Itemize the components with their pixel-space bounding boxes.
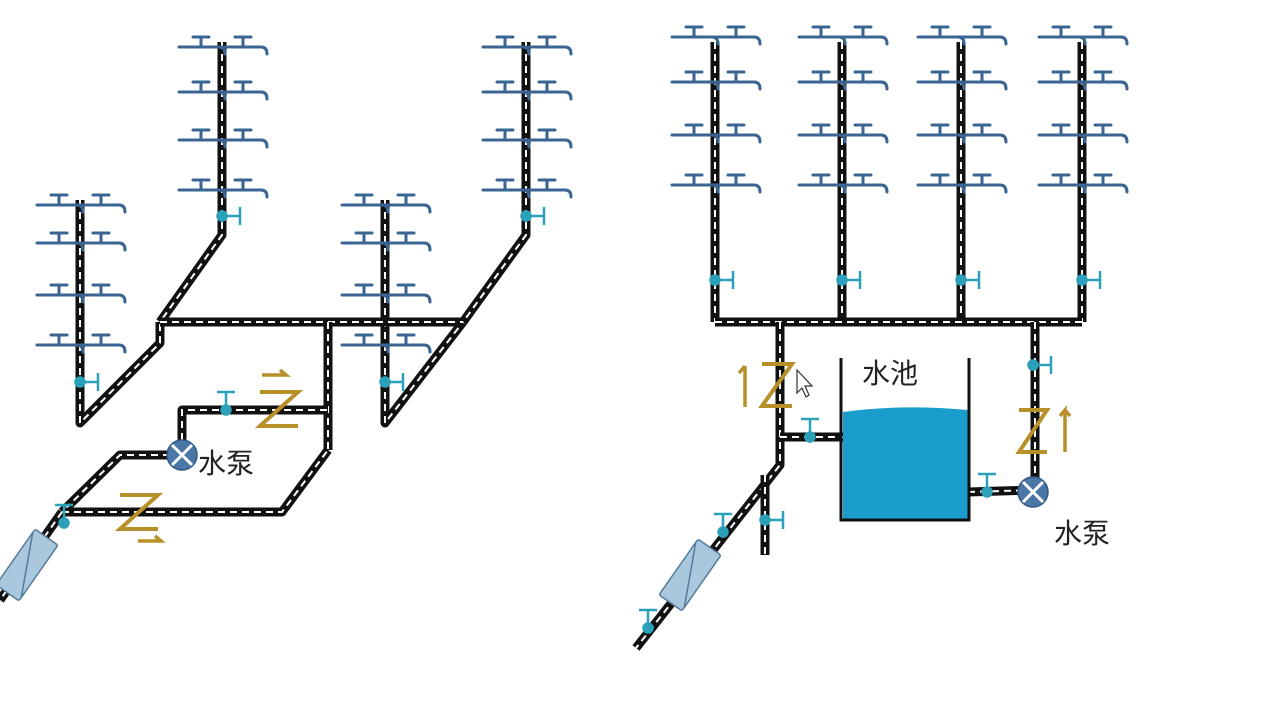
- pump-label-left: 水泵: [198, 447, 254, 480]
- faucet-icon: [219, 35, 269, 56]
- faucet-icon: [670, 25, 720, 46]
- gate-valve-icon: [216, 207, 242, 225]
- riser-pipe: [380, 200, 467, 428]
- faucet-icon: [712, 123, 762, 144]
- faucet-icon: [382, 283, 432, 304]
- faucet-icon: [1079, 25, 1129, 46]
- faucet-icon: [77, 283, 127, 304]
- faucet-icon: [1079, 123, 1129, 144]
- faucet-icon: [958, 70, 1008, 91]
- faucet-icon: [219, 80, 269, 101]
- gate-valve-icon: [639, 608, 657, 634]
- water-pool: [839, 358, 971, 522]
- riser-pipe: [156, 42, 227, 325]
- check-valve-icon: [1015, 405, 1072, 454]
- faucet-icon: [219, 128, 269, 149]
- gate-valve-icon: [379, 373, 405, 391]
- gate-valve-icon: [217, 390, 235, 416]
- component-layer: [0, 207, 1102, 634]
- faucet-icon: [839, 70, 889, 91]
- service-pipe: [632, 322, 785, 651]
- gate-valve-icon: [520, 207, 546, 225]
- gate-valve-icon: [709, 271, 735, 289]
- faucet-icon: [839, 25, 889, 46]
- faucet-icon: [523, 35, 573, 56]
- faucet-icon: [958, 173, 1008, 194]
- gate-valve-icon: [759, 511, 785, 529]
- faucet-icon: [958, 25, 1008, 46]
- fixture-layer: [35, 25, 1129, 354]
- faucet-icon: [523, 80, 573, 101]
- faucet-icon: [1079, 70, 1129, 91]
- water-meter-icon: [0, 529, 58, 601]
- faucet-icon: [77, 333, 127, 354]
- faucet-icon: [382, 333, 432, 354]
- gate-valve-icon: [955, 271, 981, 289]
- check-valve-icon: [254, 368, 304, 428]
- check-valve-icon: [114, 493, 166, 543]
- gate-valve-icon: [978, 472, 996, 498]
- faucet-icon: [382, 231, 432, 252]
- faucet-icon: [712, 173, 762, 194]
- faucet-icon: [712, 70, 762, 91]
- faucet-icon: [523, 128, 573, 149]
- pump-pipe: [967, 322, 1040, 497]
- check-valve-icon: [737, 362, 796, 408]
- gate-valve-icon: [801, 417, 819, 443]
- gate-valve-icon: [55, 503, 73, 529]
- faucet-icon: [1037, 25, 1087, 46]
- gate-valve-icon: [1027, 356, 1053, 374]
- pool-label: 水池: [862, 357, 918, 390]
- bypass-pipe: [62, 447, 332, 517]
- cursor-icon: [796, 368, 814, 398]
- faucet-icon: [839, 173, 889, 194]
- gate-valve-icon: [1076, 271, 1102, 289]
- faucet-icon: [916, 25, 966, 46]
- faucet-icon: [77, 231, 127, 252]
- gate-valve-icon: [714, 512, 732, 538]
- bypass-pipe: [177, 405, 328, 440]
- pump-pipe: [58, 450, 182, 516]
- riser-pipe: [75, 200, 165, 428]
- pump-icon: [1017, 476, 1049, 508]
- riser-pipe: [459, 42, 531, 325]
- gate-valve-icon: [74, 373, 100, 391]
- faucet-icon: [958, 123, 1008, 144]
- faucet-icon: [219, 178, 269, 199]
- faucet-icon: [797, 25, 847, 46]
- faucet-icon: [77, 193, 127, 214]
- gate-valve-icon: [836, 271, 862, 289]
- faucet-icon: [1079, 173, 1129, 194]
- faucet-icon: [382, 193, 432, 214]
- faucet-icon: [523, 178, 573, 199]
- pump-label-right: 水泵: [1054, 517, 1110, 550]
- faucet-icon: [839, 123, 889, 144]
- pipe-network: [0, 42, 1087, 651]
- water-meter-icon: [659, 539, 721, 611]
- pump-icon: [166, 439, 198, 471]
- faucet-icon: [712, 25, 762, 46]
